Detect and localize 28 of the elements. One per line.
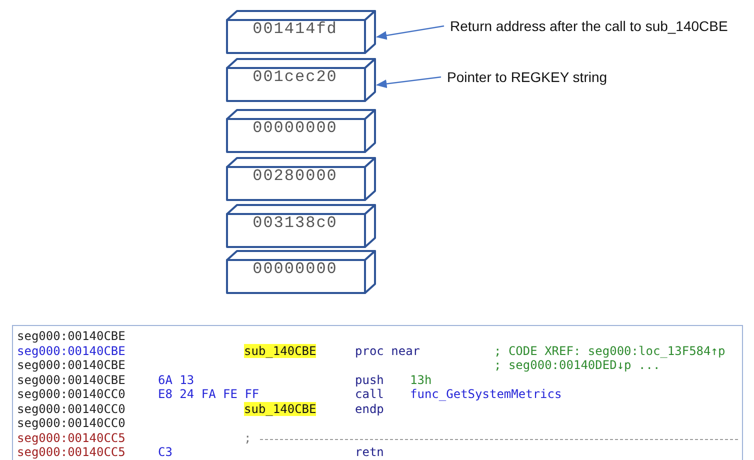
separator-text: ; xyxy=(244,430,252,444)
mnemonic-text: retn xyxy=(355,445,384,459)
arrow xyxy=(376,25,444,40)
operand-text: func_GetSystemMetrics xyxy=(410,387,562,401)
mnemonic-text: proc near xyxy=(355,344,420,358)
address-text: seg000:00140CC0 xyxy=(17,402,126,416)
address-text: seg000:00140CBE xyxy=(17,372,126,386)
address-text: seg000:00140CC5 xyxy=(17,430,126,444)
comment-text: ; CODE XREF: seg000:loc_13F584↑p xyxy=(494,344,726,358)
address-text: seg000:00140CBE xyxy=(17,358,126,372)
mnemonic-text: call xyxy=(355,387,384,401)
byte-text: E8 24 FA FE FF xyxy=(158,387,260,401)
operand-text: 13h xyxy=(410,372,432,386)
address-text: seg000:00140CC5 xyxy=(17,445,126,459)
comment-text: ; seg000:00140DED↓p ... xyxy=(494,358,660,372)
mnemonic-text: push xyxy=(355,372,384,386)
arrow xyxy=(376,76,442,88)
function-name: sub_140CBE xyxy=(244,402,316,416)
byte-text: C3 xyxy=(158,445,172,459)
address-text: seg000:00140CC0 xyxy=(17,416,126,430)
byte-text: 6A 13 xyxy=(158,372,194,386)
address-text: seg000:00140CBE xyxy=(17,329,126,343)
annotation-text: Return address after the call to sub_140CBE xyxy=(450,18,728,34)
function-name: sub_140CBE xyxy=(244,344,316,358)
address-text: seg000:00140CC0 xyxy=(17,387,126,401)
annotation-text: Pointer to REGKEY string xyxy=(447,69,608,85)
mnemonic-text: endp xyxy=(355,402,384,416)
address-text: seg000:00140CBE xyxy=(17,344,126,358)
